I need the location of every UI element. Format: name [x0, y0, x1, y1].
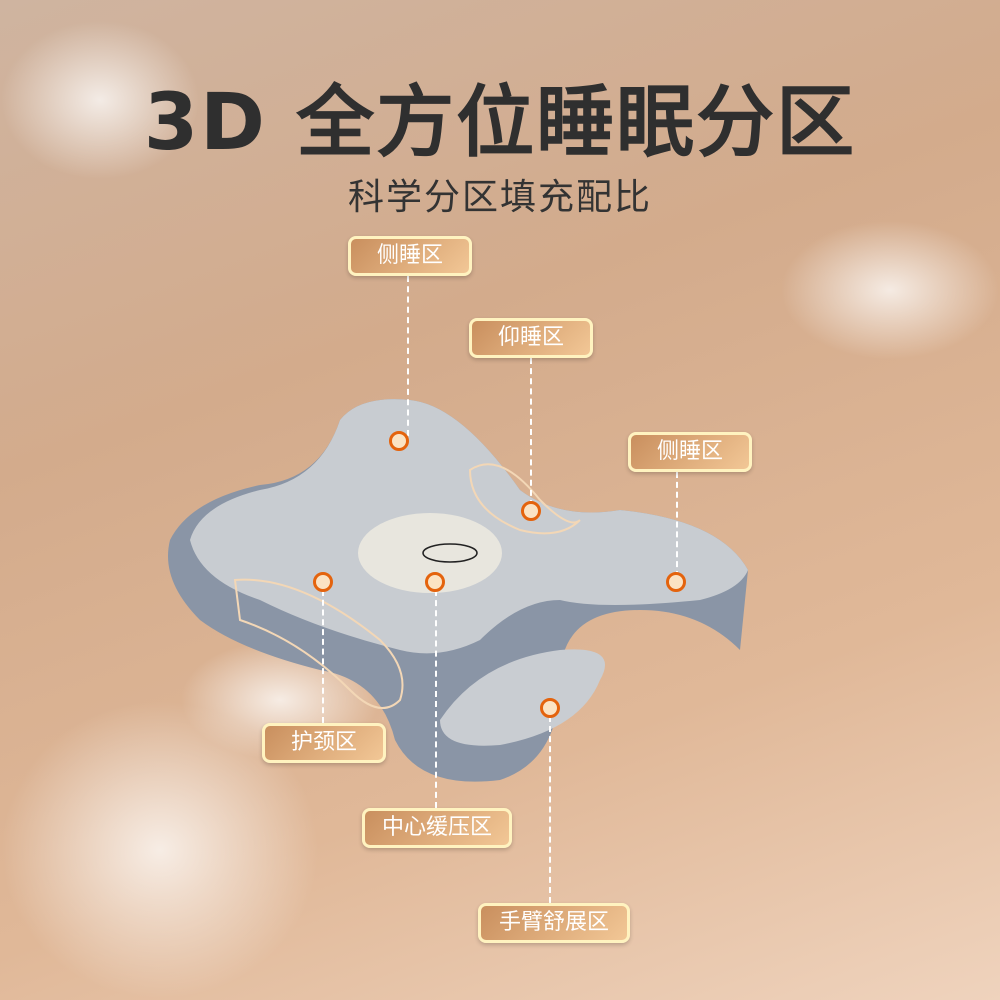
- leader-line: [407, 276, 409, 436]
- leader-line: [549, 716, 551, 903]
- zone-tag-center-relief: 中心缓压区: [362, 808, 512, 848]
- zone-tag-neck: 护颈区: [262, 723, 386, 763]
- zone-marker-dot: [540, 698, 560, 718]
- leader-line: [435, 590, 437, 808]
- cloud: [780, 220, 1000, 360]
- cloud: [0, 20, 200, 180]
- zone-marker-dot: [521, 501, 541, 521]
- zone-marker-dot: [425, 572, 445, 592]
- zone-marker-dot: [666, 572, 686, 592]
- zone-tag-back-sleep: 仰睡区: [469, 318, 593, 358]
- zone-tag-arm-stretch: 手臂舒展区: [478, 903, 630, 943]
- zone-tag-side-sleep-left: 侧睡区: [348, 236, 472, 276]
- zone-marker-dot: [313, 572, 333, 592]
- leader-line: [322, 590, 324, 723]
- zone-tag-side-sleep-right: 侧睡区: [628, 432, 752, 472]
- leader-line: [676, 472, 678, 577]
- leader-line: [530, 358, 532, 506]
- zone-marker-dot: [389, 431, 409, 451]
- page-subtitle: 科学分区填充配比: [347, 177, 652, 218]
- page-title: 3D 全方位睡眠分区: [143, 78, 857, 168]
